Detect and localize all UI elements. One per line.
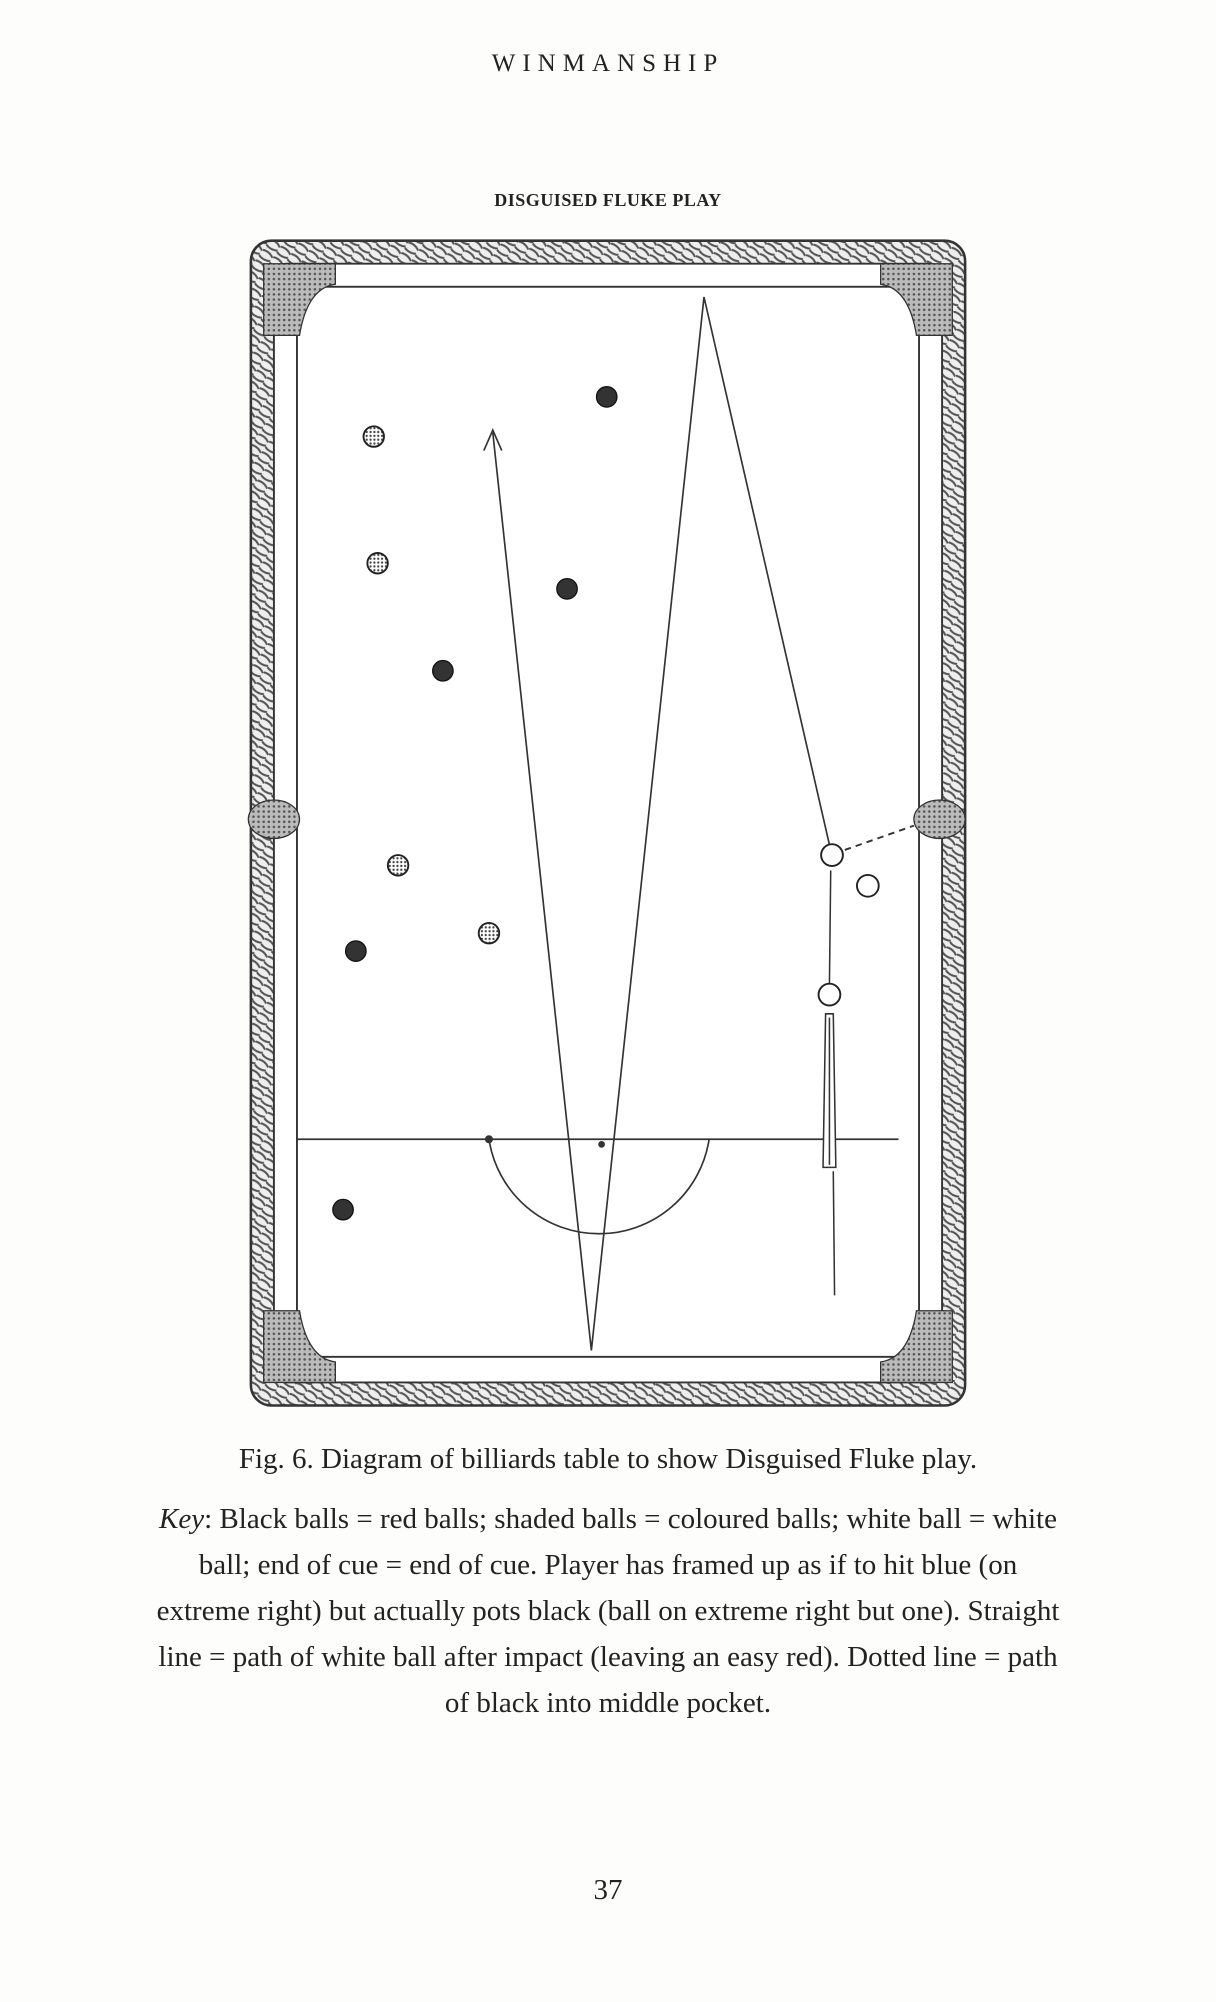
red-balls <box>332 385 618 1221</box>
baulk-line-and-d <box>296 1135 899 1235</box>
black-ball <box>820 843 844 867</box>
table-frame <box>247 239 967 1407</box>
key-label: Key <box>159 1503 205 1535</box>
page-number: 37 <box>593 1874 623 1906</box>
running-head: WINMANSHIP <box>491 50 725 77</box>
white-ball-path <box>483 296 831 1351</box>
blue-ball <box>856 873 880 898</box>
figure-title: DISGUISED FLUKE PLAY <box>494 190 722 210</box>
cue-ball <box>817 982 842 1007</box>
coloured-balls <box>362 425 501 945</box>
black-ball-dotted-path <box>844 824 915 851</box>
figure-caption: Fig. 6. Diagram of billiards table to sh… <box>150 1436 1066 1726</box>
key-text: : Black balls = red balls; shaded balls … <box>156 1503 1060 1719</box>
caption-key: Key: Black balls = red balls; shaded bal… <box>150 1496 1066 1726</box>
caption-title: Fig. 6. Diagram of billiards table to sh… <box>238 1443 978 1475</box>
outline-balls <box>817 843 880 1007</box>
cue <box>822 870 837 1296</box>
